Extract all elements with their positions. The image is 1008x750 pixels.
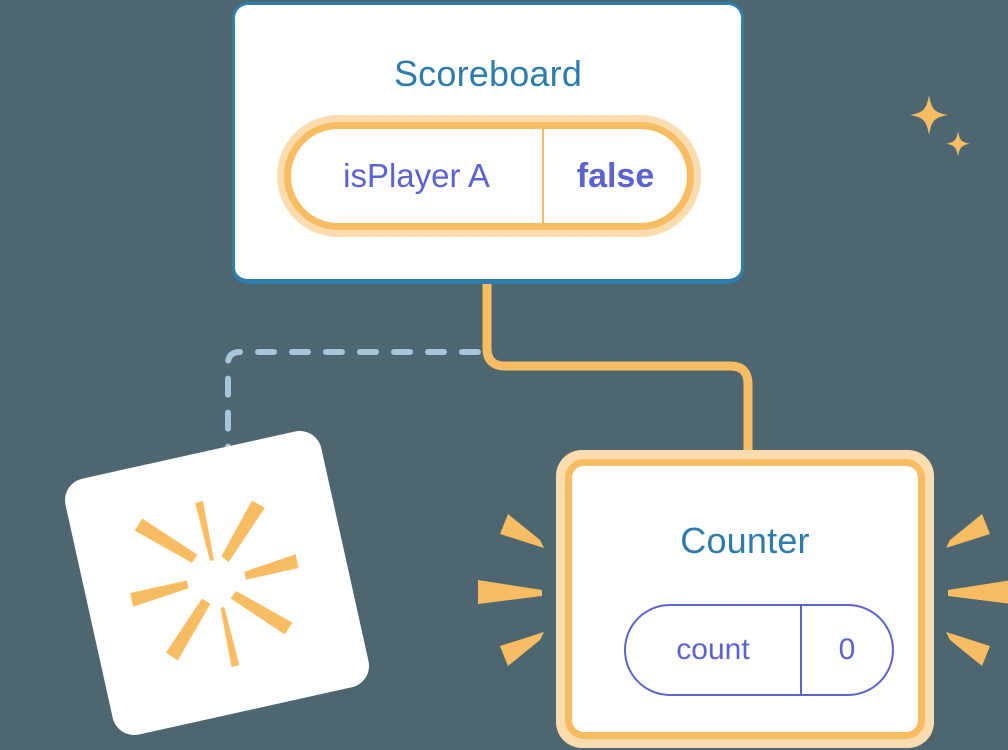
scoreboard-state-pill-halo: isPlayer A false (277, 115, 701, 237)
burst-ray (946, 514, 990, 548)
burst-ray (244, 554, 299, 580)
counter-burst-right-icon (946, 514, 1008, 666)
burst-ray (165, 598, 211, 661)
burst-ray (195, 501, 214, 561)
burst-ray (478, 580, 542, 604)
sparkle-large-icon (910, 95, 948, 135)
scoreboard-state-key: isPlayer A (291, 129, 544, 223)
counter-burst-left-icon (478, 514, 544, 666)
scoreboard-title: Scoreboard (393, 53, 583, 94)
counter-title: Counter (680, 520, 810, 561)
scoreboard-state-value: false (576, 156, 655, 195)
burst-ray (220, 606, 240, 667)
burst-ray (946, 632, 990, 666)
connector-solid-counter (482, 284, 753, 456)
burst-ray (130, 580, 189, 607)
counter-state-value: 0 (838, 633, 856, 666)
scoreboard-state-pill[interactable]: isPlayer A false (284, 122, 694, 230)
burst-ray (500, 514, 544, 548)
burst-ray (230, 591, 293, 635)
counter-state-key: count (626, 606, 802, 694)
scoreboard-card[interactable]: Scoreboard isPlayer A false (232, 2, 970, 284)
burst-rays-icon (130, 500, 299, 667)
counter-card[interactable]: Counter count 0 (556, 450, 934, 748)
sparkle-small-icon (946, 131, 970, 157)
burst-ray (500, 632, 544, 666)
sparkle-icon (910, 95, 970, 157)
blank-card[interactable] (60, 426, 374, 740)
burst-ray (134, 518, 198, 563)
counter-card-inner: Counter count 0 (565, 459, 925, 739)
counter-state-pill[interactable]: count 0 (624, 604, 894, 696)
burst-ray (948, 580, 1008, 604)
burst-ray (221, 500, 265, 562)
